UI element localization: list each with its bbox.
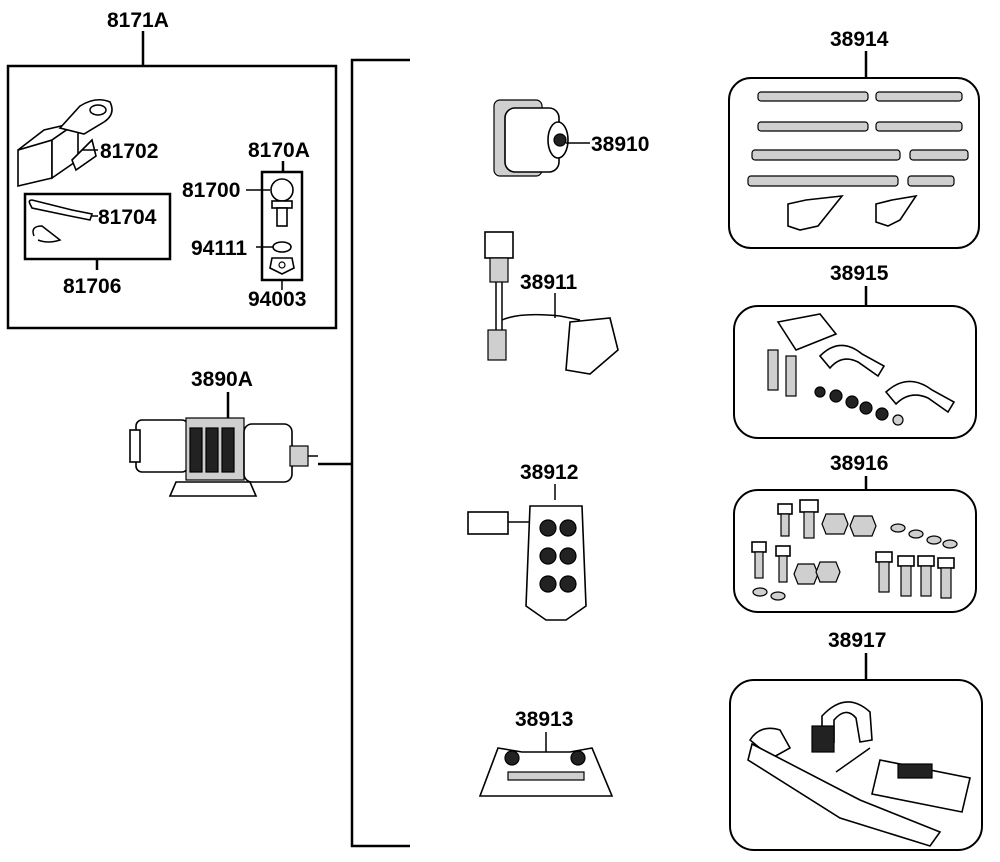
label-38913[interactable]: 38913 <box>515 708 573 731</box>
label-81702[interactable]: 81702 <box>100 140 158 163</box>
label-38915[interactable]: 38915 <box>830 262 889 285</box>
label-38914[interactable]: 38914 <box>830 28 889 51</box>
hitch-pin-icon <box>28 199 94 243</box>
bolt-set-box <box>733 489 977 613</box>
hitch-ball-icon <box>269 178 295 275</box>
label-81704[interactable]: 81704 <box>98 206 157 229</box>
clamp-set-icon <box>767 313 956 426</box>
label-81700[interactable]: 81700 <box>182 179 240 202</box>
label-3890a[interactable]: 3890A <box>191 368 253 391</box>
bolt-set-icon <box>751 499 958 601</box>
cable-set-box <box>728 77 980 249</box>
clamp-set-box <box>733 305 977 439</box>
motor-icon <box>493 99 569 177</box>
hook-strap-icon <box>747 701 971 847</box>
mount-plate-icon <box>478 747 614 797</box>
label-38916[interactable]: 38916 <box>830 452 888 475</box>
label-81706[interactable]: 81706 <box>63 275 121 298</box>
winch-icon <box>129 417 318 497</box>
label-8171a[interactable]: 8171A <box>107 9 169 32</box>
contactor-icon <box>467 505 587 621</box>
wiring-harness-icon <box>484 231 619 375</box>
receiver-hitch-icon <box>17 98 113 188</box>
label-38912[interactable]: 38912 <box>520 461 578 484</box>
label-38917[interactable]: 38917 <box>828 629 886 652</box>
label-38910[interactable]: 38910 <box>591 133 649 156</box>
label-38911[interactable]: 38911 <box>520 271 578 294</box>
hook-strap-box <box>729 679 983 851</box>
label-8170a[interactable]: 8170A <box>248 139 310 162</box>
cable-set-icon <box>747 91 969 231</box>
label-94003[interactable]: 94003 <box>248 288 306 311</box>
hitch-kit-box <box>6 64 338 330</box>
label-94111[interactable]: 94111 <box>191 237 247 260</box>
